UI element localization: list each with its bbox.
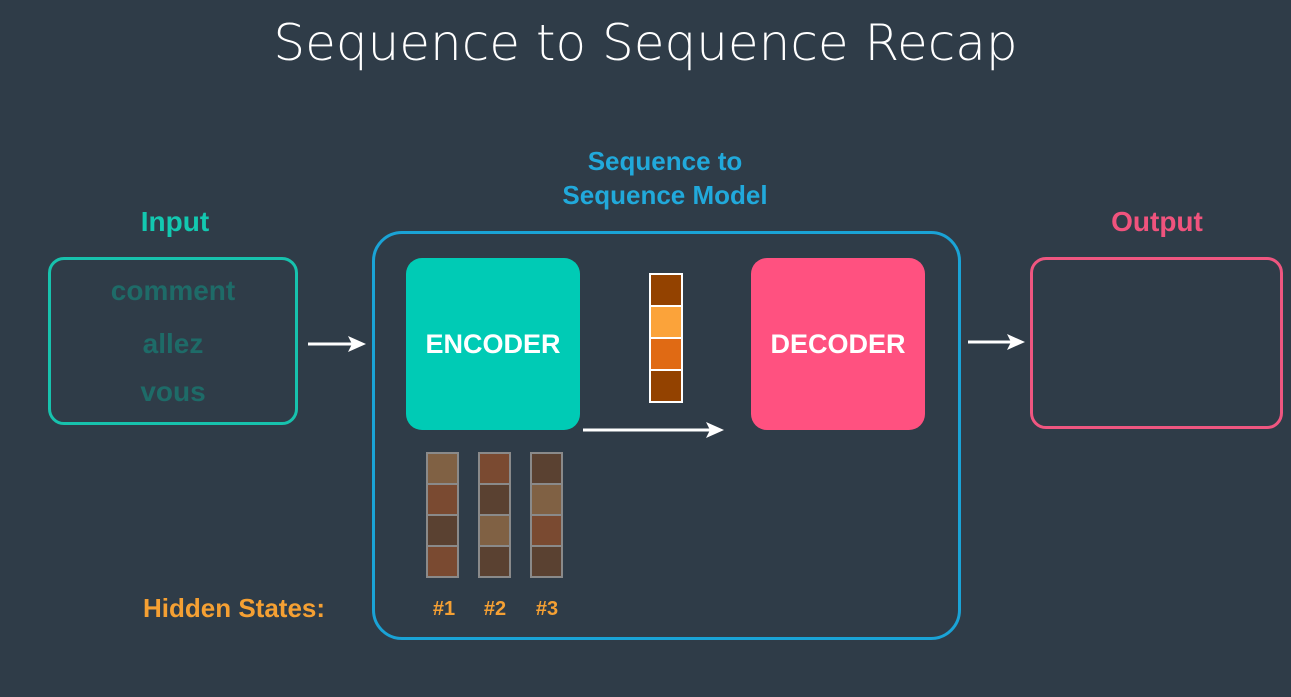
- hidden-state-cell: [478, 452, 511, 485]
- hidden-state-cell: [478, 545, 511, 578]
- hidden-state-cell: [426, 483, 459, 516]
- model-title: Sequence to Sequence Model: [480, 144, 850, 212]
- output-label: Output: [1111, 206, 1203, 237]
- hidden-state-cell: [478, 483, 511, 516]
- hidden-state-number: #3: [535, 598, 559, 620]
- model-title-line1: Sequence to: [587, 146, 743, 176]
- seq2seq-model-box: [372, 231, 961, 640]
- input-word: allez: [142, 328, 204, 359]
- input-to-encoder-arrowhead: [348, 336, 366, 352]
- output-box: [1030, 257, 1283, 429]
- context-vector-cell: [649, 337, 683, 371]
- input-box: comment allez vous: [48, 257, 298, 425]
- slide-title: Sequence to Sequence Recap: [273, 14, 1018, 72]
- hidden-states-label: Hidden States:: [143, 593, 326, 623]
- input-label: Input: [140, 206, 210, 237]
- hidden-state-number: #2: [483, 598, 507, 620]
- hidden-state-cell: [478, 514, 511, 547]
- hidden-state-number: #1: [432, 598, 456, 620]
- decoder-block: DECODER: [751, 258, 925, 430]
- context-vector-cell: [649, 273, 683, 307]
- encoder-block: ENCODER: [406, 258, 580, 430]
- context-vector-cell: [649, 305, 683, 339]
- model-title-line2: Sequence Model: [562, 180, 768, 210]
- hidden-state-cell: [426, 452, 459, 485]
- context-vector: [649, 273, 683, 403]
- decoder-to-output-arrowhead: [1007, 334, 1025, 350]
- hidden-state-cell: [530, 514, 563, 547]
- hidden-state-cell: [426, 514, 459, 547]
- hidden-state-cell: [530, 483, 563, 516]
- input-word: comment: [110, 275, 236, 306]
- hidden-state-cell: [426, 545, 459, 578]
- context-vector-cell: [649, 369, 683, 403]
- input-word: vous: [140, 376, 206, 407]
- hidden-state-cell: [530, 452, 563, 485]
- encoder-to-decoder-arrowhead: [706, 422, 724, 438]
- hidden-state-cell: [530, 545, 563, 578]
- hidden-state-vectors: [426, 452, 563, 578]
